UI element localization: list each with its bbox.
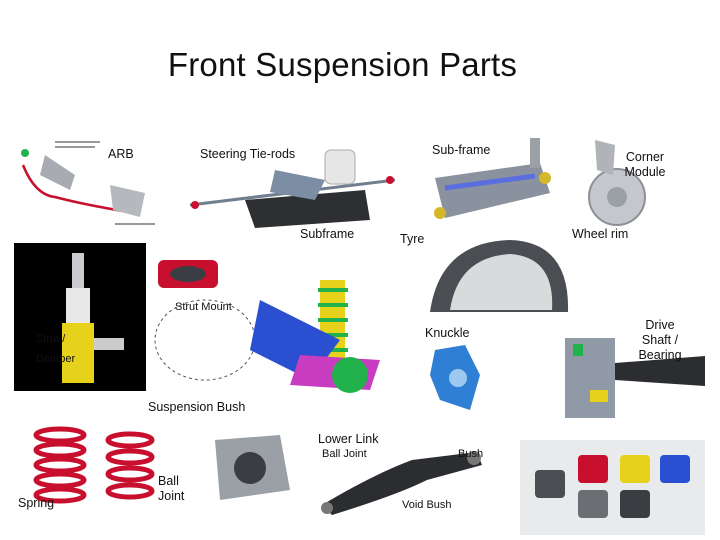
suspension-assembly-image [154,280,380,393]
corner-module-image [588,140,646,226]
drive-shaft-label-line-2: Shaft / [641,333,679,347]
strut-mount-label: Strut Mount [175,301,232,313]
corner-module-label-line-2: Module [624,165,666,179]
arb-image [15,135,165,235]
strut-mount-image [158,260,218,288]
ball-joint-inset-label: Ball Joint [322,448,367,460]
void-bush-inset-label: Void Bush [402,499,452,511]
strut-damper-label-line-1: Strut / [36,333,66,345]
ball-joint-label: Ball Joint [158,474,198,504]
ball-joint-label-line-2: Joint [158,489,185,503]
bush-inset-label: Bush [458,448,484,460]
arb-label: ARB [108,147,134,161]
steering-tie-rods-label: Steering Tie-rods [200,147,296,161]
tyre-label: Tyre [400,232,425,246]
ball-joint-image [215,435,290,500]
lower-link-label: Lower Link [318,432,379,446]
sub-frame-image [434,138,551,219]
drive-shaft-image [565,338,705,418]
sub-frame-label: Sub-frame [432,143,491,157]
strut-damper-label-line-2: Damper [36,353,76,365]
strut-damper-image [14,243,146,391]
ball-joint-label-line-1: Ball [158,474,179,488]
knuckle-image [430,345,480,410]
strut-damper-label: Strut / Damper [36,329,75,369]
steering-tie-rods-image [189,149,396,228]
spring-image [33,426,155,504]
slide-title: Front Suspension Parts [167,46,518,83]
bush-image [520,440,705,535]
corner-module-label-line-1: Corner [625,150,665,164]
wheel-rim-label: Wheel rim [572,227,629,241]
spring-label: Spring [18,496,55,510]
lower-link-image [321,451,482,515]
knuckle-label: Knuckle [425,326,470,340]
tyre-image [430,240,569,312]
subframe-label: Subframe [300,227,355,241]
suspension-bush-label: Suspension Bush [148,400,246,414]
drive-shaft-label-line-3: Bearing [638,348,682,362]
corner-module-label: Corner Module [618,150,672,180]
drive-shaft-label-line-1: Drive [645,318,675,332]
drive-shaft-label: Drive Shaft / Bearing [630,318,690,363]
